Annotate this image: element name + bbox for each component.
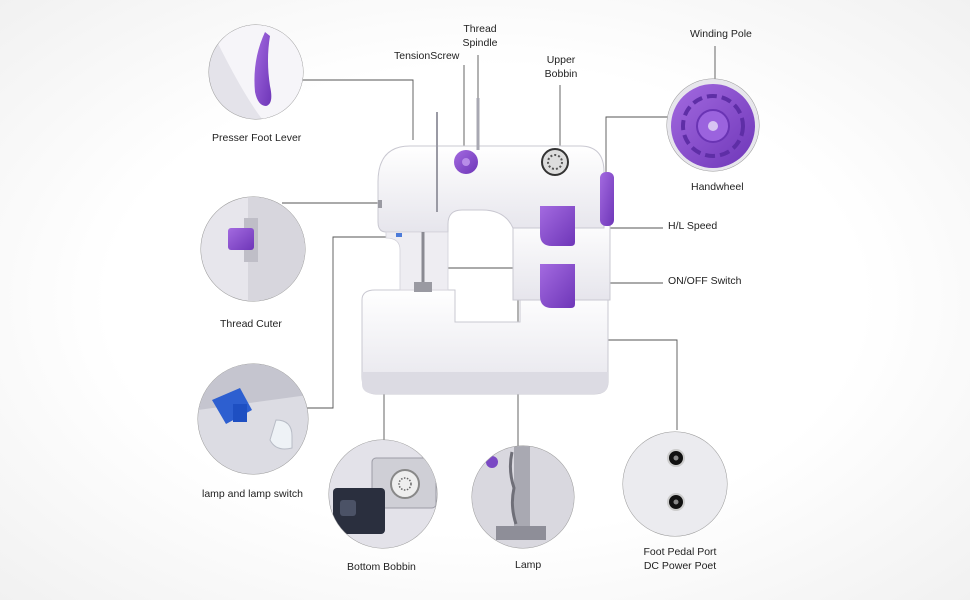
inset-lamp-switch: [197, 363, 309, 475]
label-hl-speed: H/L Speed: [668, 220, 718, 232]
upper-bobbin[interactable]: [541, 148, 569, 176]
machine-handwheel[interactable]: [600, 172, 614, 226]
on-off-switch[interactable]: [540, 264, 575, 308]
presser-foot: [414, 282, 432, 292]
leader-presser-foot: [302, 79, 414, 140]
label-upper-bobbin-2: Bobbin: [544, 68, 578, 80]
label-upper-bobbin-1: Upper: [546, 54, 576, 66]
label-winding-pole: Winding Pole: [690, 28, 752, 40]
leader-lamp-switch: [306, 236, 395, 409]
inset-thread-cutter: [200, 196, 306, 302]
leader-ports: [608, 339, 678, 430]
label-presser-foot-lever: Presser Foot Lever: [212, 132, 302, 144]
label-bottom-bobbin: Bottom Bobbin: [347, 561, 416, 573]
inset-bottom-bobbin: [328, 439, 438, 549]
inset-presser-foot-lever: [208, 24, 304, 120]
thread-cutter-shape: [228, 228, 254, 250]
hl-speed-button[interactable]: [540, 206, 575, 246]
label-dc-power-port: DC Power Poet: [643, 560, 717, 572]
sewing-machine: [361, 98, 614, 395]
inset-ports: [622, 431, 728, 537]
label-thread-cutter: Thread Cuter: [220, 318, 282, 330]
thread-cutter-slot: [378, 200, 382, 208]
label-tension-screw: TensionScrew: [394, 50, 460, 62]
label-handwheel: Handwheel: [691, 181, 744, 193]
lamp-bulb-shape: [269, 419, 293, 450]
label-on-off-switch: ON/OFF Switch: [668, 275, 742, 287]
upper-bobbin-holes: [547, 154, 563, 170]
winding-pole-shape: [708, 121, 718, 131]
machine-base-shadow: [362, 372, 608, 394]
machine-neck: [385, 231, 449, 291]
inset-lamp: [471, 445, 575, 549]
label-lamp-switch: lamp and lamp switch: [202, 488, 303, 500]
lamp-bulb: [486, 456, 498, 468]
label-foot-pedal-port: Foot Pedal Port: [643, 546, 717, 558]
inset-handwheel: [666, 78, 760, 172]
presser-lever-shape: [254, 32, 272, 106]
bobbin-cover-plate: [333, 488, 385, 534]
label-thread-spindle-1: Thread: [463, 23, 497, 35]
lamp-indicator: [396, 233, 402, 237]
label-thread-spindle-2: Spindle: [462, 37, 498, 49]
tension-screw-center: [462, 158, 470, 166]
label-lamp: Lamp: [515, 559, 542, 571]
leader-handwheel: [605, 116, 668, 176]
